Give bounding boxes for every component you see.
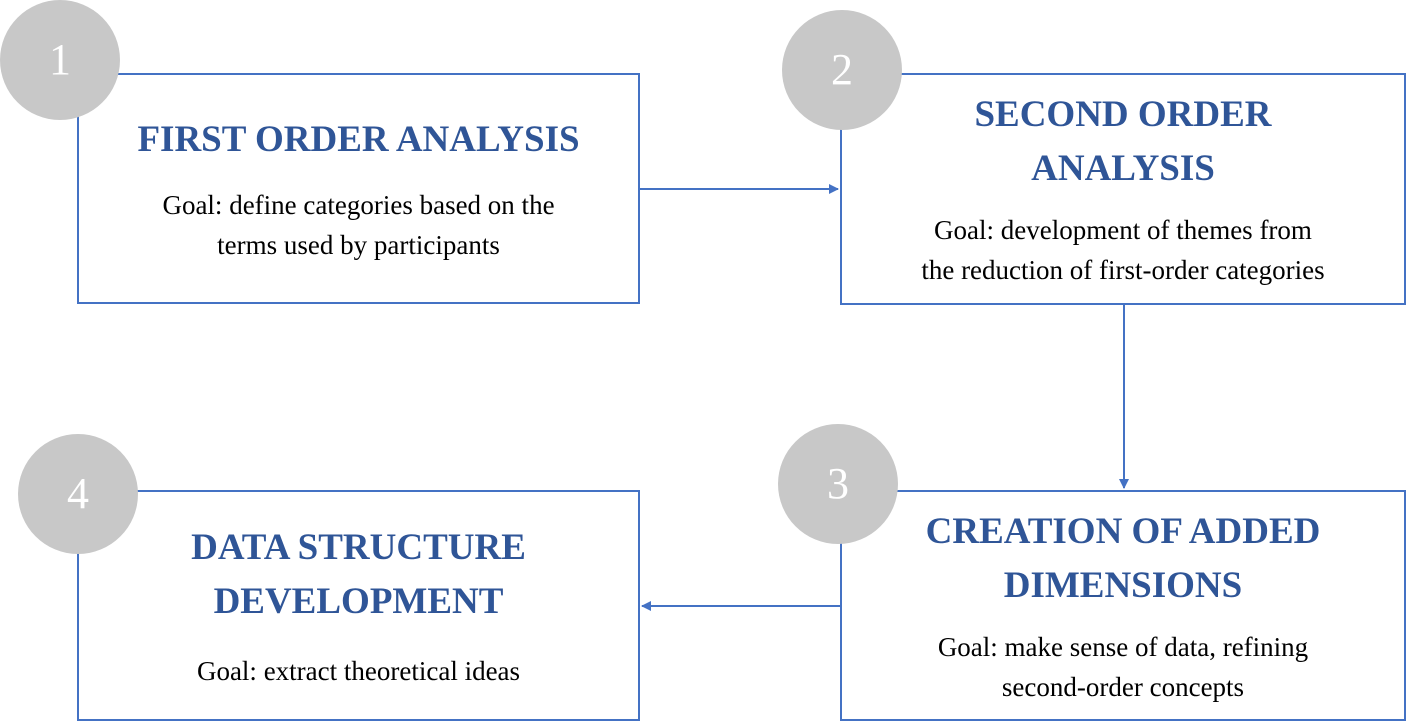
step-number-badge: 2 [782,10,902,130]
step-number-badge: 1 [0,0,120,120]
step-box-data-structure-development: DATA STRUCTURE DEVELOPMENT Goal: extract… [77,490,640,721]
step-title: CREATION OF ADDED DIMENSIONS [925,510,1321,606]
step-number-badge: 4 [18,434,138,554]
step-box-second-order-analysis: SECOND ORDER ANALYSIS Goal: development … [840,73,1406,305]
step-goal: Goal: development of themes from the red… [921,215,1325,285]
step-title: FIRST ORDER ANALYSIS [137,118,580,160]
step-number-badge: 3 [778,424,898,544]
step-box-first-order-analysis: FIRST ORDER ANALYSIS Goal: define catego… [77,73,640,304]
step-title: DATA STRUCTURE DEVELOPMENT [191,526,526,622]
step-box-creation-of-added-dimensions: CREATION OF ADDED DIMENSIONS Goal: make … [840,490,1406,721]
step-title: SECOND ORDER ANALYSIS [974,94,1272,189]
step-goal: Goal: define categories based on the ter… [162,189,555,260]
step-goal: Goal: extract theoretical ideas [196,655,521,686]
step-goal: Goal: make sense of data, refining secon… [937,631,1309,702]
